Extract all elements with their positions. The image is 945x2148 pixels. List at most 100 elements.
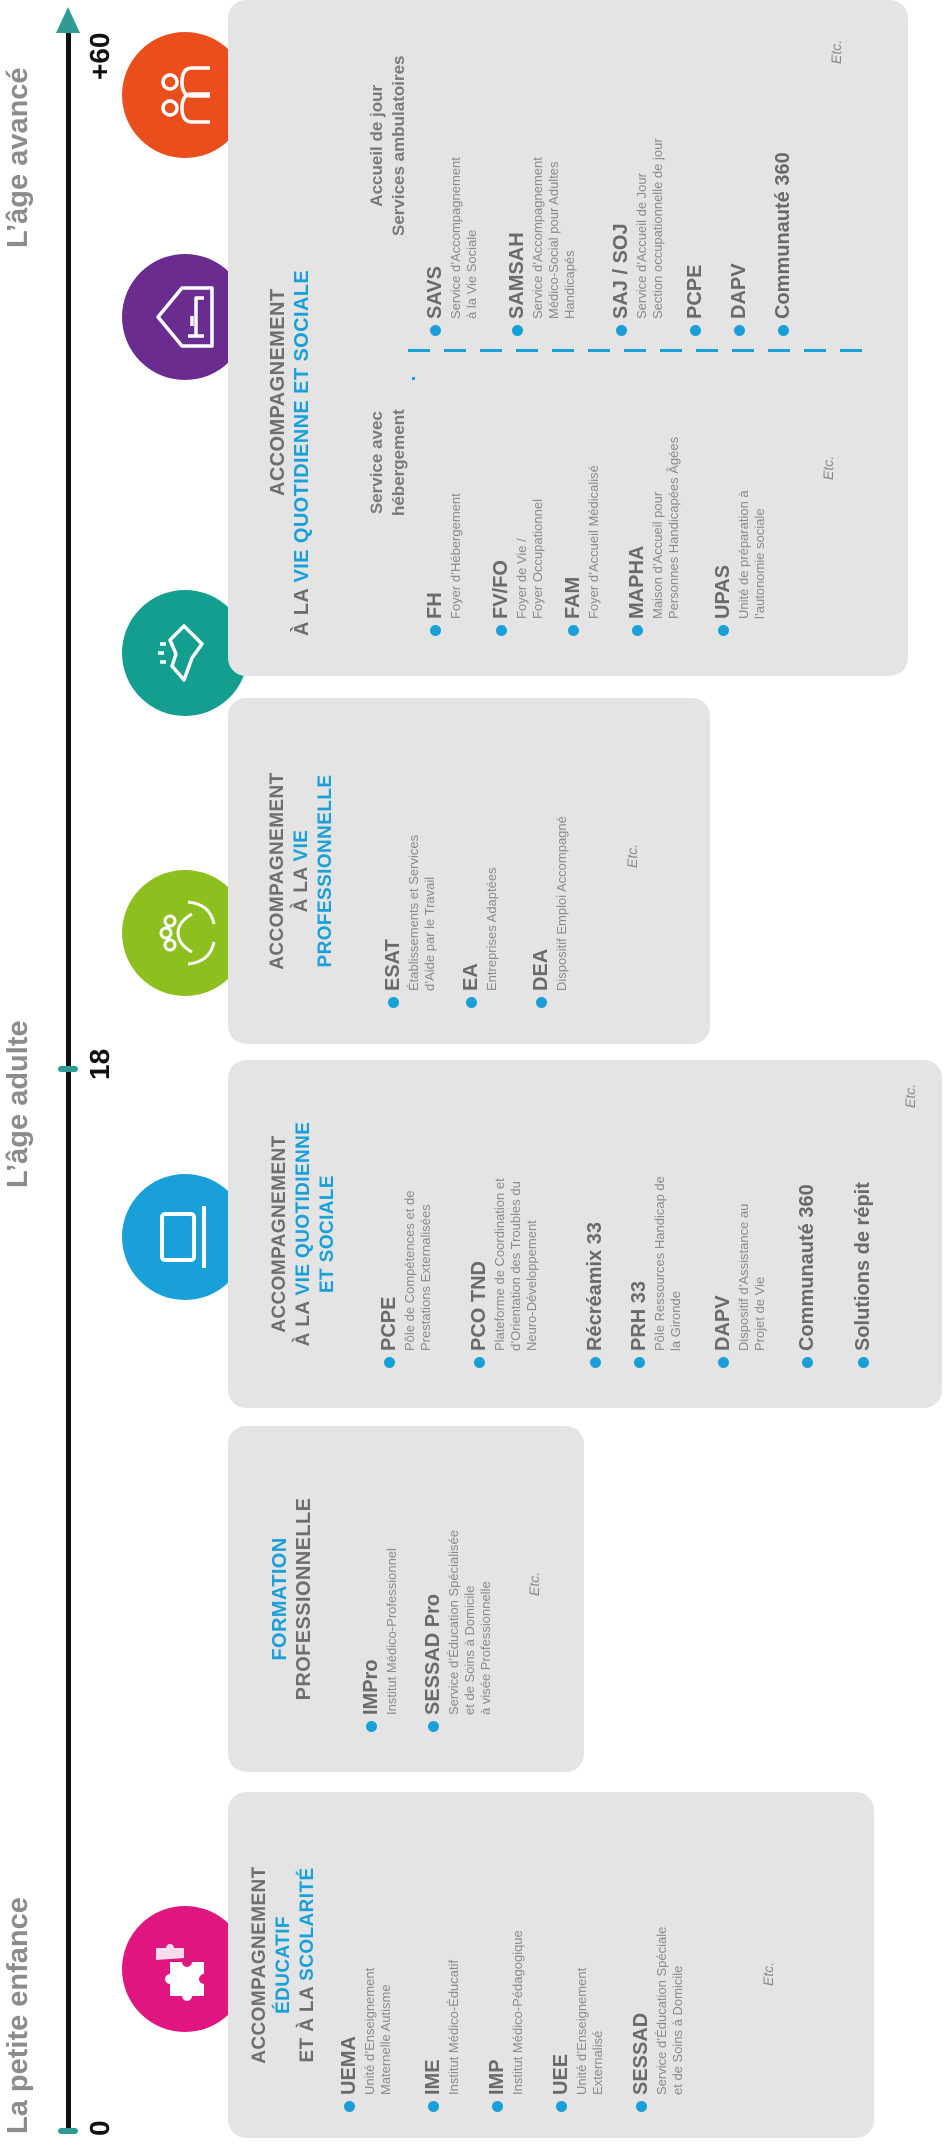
item-desc: Foyer d’Hébergement: [448, 493, 463, 619]
home-bed-icon: [122, 254, 248, 380]
panel-daily-social-life: ACCOMPAGNEMENT À LA VIE QUOTIDIENNE ET S…: [228, 1060, 942, 1408]
item-code: DEA: [530, 948, 552, 991]
etc-label: Etc.: [820, 455, 836, 480]
bullet-icon: [466, 997, 477, 1008]
item-desc: Foyer de Vie /Foyer Occupationnel: [514, 499, 545, 619]
bullet-icon: [632, 625, 643, 636]
bullet-icon: [430, 325, 441, 336]
bullet-icon: [344, 2101, 355, 2112]
bullet-icon: [428, 2101, 439, 2112]
item-desc: Dispositif Emploi Accompagné: [554, 816, 569, 991]
item-code: UEMA: [338, 2036, 360, 2095]
bullet-icon: [616, 325, 627, 336]
item-desc: Entreprises Adaptées: [484, 867, 499, 991]
hands-people-icon: [122, 870, 248, 996]
bullet-icon: [734, 325, 745, 336]
tick-start: [58, 2128, 78, 2134]
item-code: SESSAD Pro: [422, 1593, 444, 1715]
item-code: PCPE: [378, 1296, 400, 1351]
item-code: ESAT: [382, 939, 404, 991]
bullet-icon: [496, 625, 507, 636]
bullet-icon: [430, 625, 441, 636]
item-code: Communauté 360: [796, 1184, 818, 1351]
arrow-right-icon: [56, 7, 80, 33]
panel-professional-life: ACCOMPAGNEMENT À LA VIE PROFESSIONNELLE …: [228, 698, 710, 1044]
column-separator: [408, 349, 868, 352]
bullet-icon: [636, 2101, 647, 2112]
etc-label: Etc.: [828, 39, 844, 64]
item-desc: Foyer d’Accueil Médicalisé: [586, 465, 601, 619]
panel-title: ACCOMPAGNEMENT À LA VIE PROFESSIONNELLE: [267, 772, 336, 970]
timeline-axis: [66, 28, 71, 2134]
laptop-icon: [122, 1174, 248, 1300]
bullet-icon: [492, 2101, 503, 2112]
panel-title: FORMATION PROFESSIONNELLE: [269, 1497, 315, 1701]
item-desc: Institut Médico-Pédagogique: [510, 1930, 525, 2095]
item-code: MAPHA: [626, 545, 648, 619]
item-code: PCO TND: [468, 1261, 490, 1351]
panel-title: ACCOMPAGNEMENT ÉDUCATIF ET À LA SCOLARIT…: [249, 1866, 318, 2064]
item-code: UEE: [550, 2053, 572, 2095]
item-code: Solutions de répit: [852, 1182, 874, 1351]
item-code: FH: [424, 592, 446, 619]
bullet-icon: [474, 1357, 485, 1368]
item-code: SAJ / SOJ: [610, 223, 632, 319]
item-code: SAMSAH: [506, 232, 528, 319]
item-code: UPAS: [712, 564, 734, 619]
bullet-icon: [858, 1357, 869, 1368]
tick-adult: [58, 1066, 78, 1072]
bullet-icon: [536, 997, 547, 1008]
etc-label: Etc.: [624, 843, 640, 868]
panel-title: ACCOMPAGNEMENT À LA VIE QUOTIDIENNE ET S…: [267, 269, 313, 636]
etc-label: Etc.: [526, 1571, 542, 1596]
panel-title: ACCOMPAGNEMENT À LA VIE QUOTIDIENNE ET S…: [269, 1121, 338, 1347]
etc-label: Etc.: [760, 1961, 776, 1986]
item-code: DAPV: [712, 1295, 734, 1351]
puzzle-icon: [122, 1906, 248, 2032]
bullet-icon: [428, 1721, 439, 1732]
tick-label-start: 0: [84, 2120, 115, 2136]
bullet-icon: [778, 325, 789, 336]
bullet-icon: [802, 1357, 813, 1368]
panel-vocational-training: FORMATION PROFESSIONNELLE IMPro Institut…: [228, 1426, 584, 1772]
bullet-icon: [366, 1721, 377, 1732]
item-code: PRH 33: [628, 1280, 650, 1351]
panel-educational: ACCOMPAGNEMENT ÉDUCATIF ET À LA SCOLARIT…: [228, 1792, 874, 2138]
item-code: FAM: [562, 576, 584, 619]
separator: [412, 377, 415, 380]
item-code: DAPV: [728, 263, 750, 319]
item-code: IMPro: [360, 1659, 382, 1715]
bullet-icon: [718, 625, 729, 636]
item-code: FV/FO: [490, 560, 512, 619]
bullet-icon: [634, 1357, 645, 1368]
etc-label: Etc.: [902, 1083, 918, 1108]
bullet-icon: [512, 325, 523, 336]
item-desc: Institut Médico-Éducatif: [446, 1959, 461, 2095]
bullet-icon: [718, 1357, 729, 1368]
bullet-icon: [568, 625, 579, 636]
people-care-icon: [122, 32, 248, 158]
item-code: IMP: [486, 2059, 508, 2095]
item-desc: Institut Médico-Professionnel: [384, 1548, 399, 1715]
tick-label-adult: 18: [84, 1048, 115, 1080]
handshake-icon: [122, 590, 248, 716]
item-code: Communauté 360: [772, 152, 794, 319]
era-label-advanced: L’âge avancé: [2, 67, 34, 248]
bullet-icon: [556, 2101, 567, 2112]
era-label-childhood: La petite enfance: [2, 1897, 34, 2134]
